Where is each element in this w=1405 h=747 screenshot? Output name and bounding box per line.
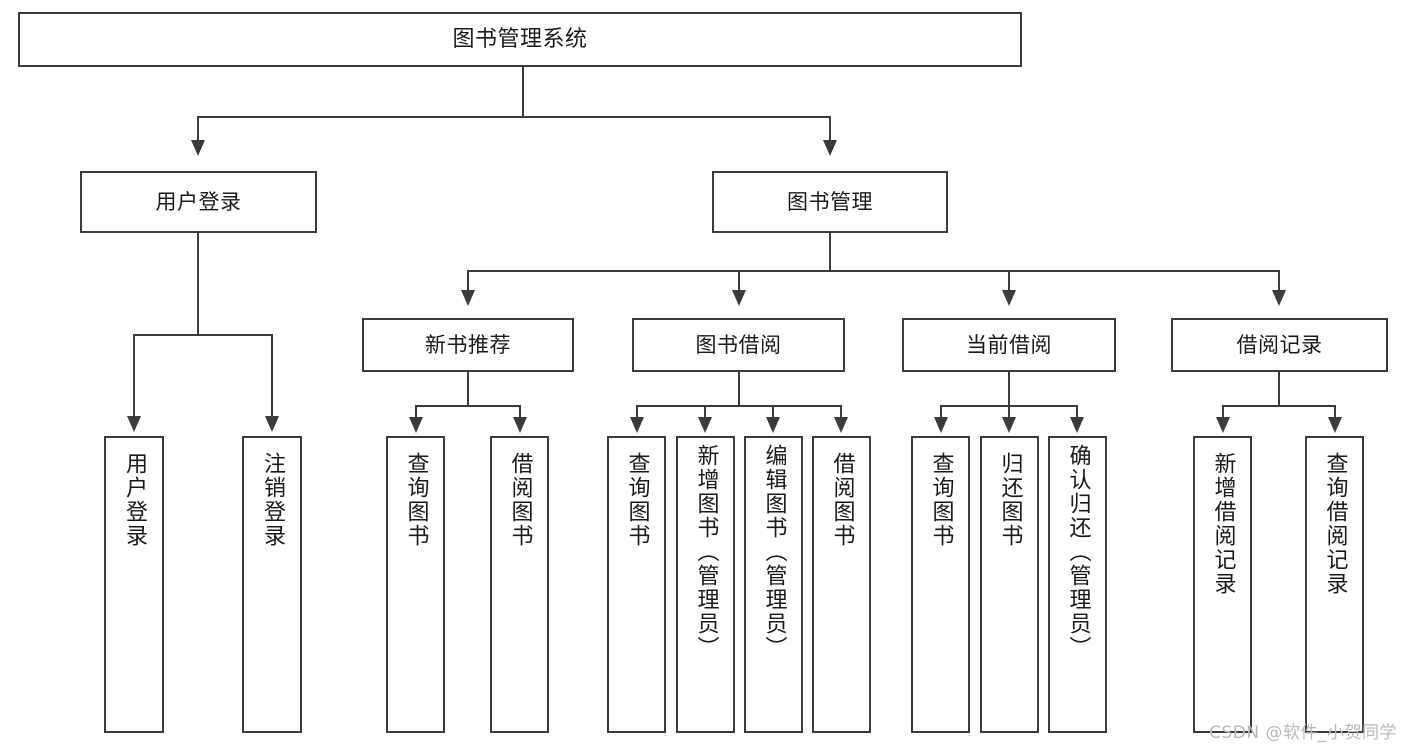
node-leaf-add-book-label: 新增图书（管理员） — [693, 444, 719, 660]
connector-borrow-record-bus — [1222, 405, 1336, 407]
connector-to-user-login — [197, 116, 199, 142]
connector-to-borrow-record — [1278, 270, 1280, 292]
node-user-login-label: 用户登录 — [155, 189, 242, 214]
connector-book-borrow-bus — [636, 405, 841, 407]
connector-borrow-record-drop-1 — [1222, 405, 1224, 419]
connector-current-borrow-drop-3 — [1076, 405, 1078, 419]
arrowhead-to-book-manage — [823, 140, 837, 156]
node-leaf-query-book-2-label: 查询图书 — [624, 452, 650, 548]
node-book-borrow-label: 图书借阅 — [695, 332, 782, 357]
arrowhead-leaf-query-book-3 — [934, 417, 948, 433]
node-leaf-query-book-3-label: 查询图书 — [928, 452, 954, 548]
node-book-manage-label: 图书管理 — [787, 189, 873, 214]
connector-to-current-borrow — [1008, 270, 1010, 292]
node-leaf-return-book-label: 归还图书 — [997, 452, 1023, 548]
arrowhead-leaf-confirm-return — [1070, 417, 1084, 433]
arrowhead-leaf-add-record — [1216, 417, 1230, 433]
node-leaf-borrow-book-2-label: 借阅图书 — [829, 452, 855, 548]
arrowhead-leaf-return-book — [1002, 417, 1016, 433]
connector-new-book-rec-bus — [415, 405, 521, 407]
connector-user-login-bus — [133, 334, 273, 336]
node-leaf-query-record[interactable]: 查询借阅记录 — [1305, 436, 1364, 733]
arrowhead-to-borrow-record — [1272, 290, 1286, 306]
connector-book-borrow-drop-1 — [636, 405, 638, 419]
connector-user-login-drop-2 — [271, 334, 273, 418]
connector-current-borrow-drop-2 — [1008, 405, 1010, 419]
csdn-watermark: CSDN @软件_小贺同学 — [1209, 723, 1397, 743]
node-new-book-rec-label: 新书推荐 — [425, 332, 511, 357]
node-leaf-add-record-label: 新增借阅记录 — [1210, 452, 1236, 596]
node-leaf-user-login-label: 用户登录 — [122, 452, 147, 548]
arrowhead-to-current-borrow — [1002, 290, 1016, 306]
node-leaf-confirm-return-label: 确认归还（管理员） — [1065, 444, 1091, 660]
connector-borrow-record-drop-2 — [1334, 405, 1336, 419]
node-leaf-query-book-3[interactable]: 查询图书 — [911, 436, 970, 733]
arrowhead-leaf-borrow-book-2 — [834, 417, 848, 433]
arrowhead-leaf-logout — [265, 416, 279, 432]
connector-user-login-drop-1 — [133, 334, 135, 418]
node-leaf-logout-label: 注销登录 — [260, 452, 285, 548]
node-borrow-record-label: 借阅记录 — [1236, 332, 1323, 357]
connector-current-borrow-stem — [1008, 372, 1010, 406]
node-leaf-return-book[interactable]: 归还图书 — [980, 436, 1039, 733]
connector-level2-bus — [467, 270, 1279, 272]
node-leaf-borrow-book-2[interactable]: 借阅图书 — [812, 436, 871, 733]
connector-new-book-rec-drop-2 — [519, 405, 521, 419]
connector-current-borrow-drop-1 — [940, 405, 942, 419]
node-leaf-add-record[interactable]: 新增借阅记录 — [1193, 436, 1252, 733]
connector-to-book-manage — [829, 116, 831, 142]
arrowhead-leaf-edit-book — [766, 417, 780, 433]
node-borrow-record[interactable]: 借阅记录 — [1171, 318, 1388, 372]
arrowhead-leaf-borrow-book-1 — [513, 417, 527, 433]
connector-root-stem — [522, 67, 524, 117]
connector-user-login-stem — [197, 233, 199, 335]
node-current-borrow[interactable]: 当前借阅 — [902, 318, 1116, 372]
arrowhead-leaf-query-book-1 — [409, 417, 423, 433]
node-root-label: 图书管理系统 — [452, 26, 588, 52]
node-leaf-borrow-book-1-label: 借阅图书 — [507, 452, 533, 548]
node-book-manage[interactable]: 图书管理 — [712, 171, 948, 233]
node-leaf-edit-book-label: 编辑图书（管理员） — [761, 444, 787, 660]
arrowhead-leaf-user-login — [127, 416, 141, 432]
arrowhead-leaf-query-record — [1328, 417, 1342, 433]
node-current-borrow-label: 当前借阅 — [966, 332, 1052, 357]
node-leaf-add-book[interactable]: 新增图书（管理员） — [676, 436, 735, 733]
connector-new-book-rec-stem — [467, 372, 469, 406]
arrowhead-leaf-query-book-2 — [630, 417, 644, 433]
node-new-book-rec[interactable]: 新书推荐 — [362, 318, 574, 372]
node-leaf-edit-book[interactable]: 编辑图书（管理员） — [744, 436, 803, 733]
node-root[interactable]: 图书管理系统 — [18, 12, 1022, 67]
node-leaf-borrow-book-1[interactable]: 借阅图书 — [490, 436, 549, 733]
node-leaf-query-record-label: 查询借阅记录 — [1322, 452, 1348, 596]
connector-book-borrow-stem — [738, 372, 740, 406]
connector-level1-bus — [197, 116, 831, 118]
connector-book-borrow-drop-3 — [772, 405, 774, 419]
arrowhead-to-new-book-rec — [461, 290, 475, 306]
node-book-borrow[interactable]: 图书借阅 — [632, 318, 845, 372]
connector-book-borrow-drop-2 — [704, 405, 706, 419]
connector-borrow-record-stem — [1278, 372, 1280, 406]
connector-to-book-borrow — [738, 270, 740, 292]
node-leaf-query-book-1-label: 查询图书 — [403, 452, 429, 548]
node-leaf-query-book-1[interactable]: 查询图书 — [386, 436, 445, 733]
connector-book-manage-stem — [829, 233, 831, 271]
arrowhead-to-user-login — [191, 140, 205, 156]
node-leaf-logout[interactable]: 注销登录 — [242, 436, 302, 733]
node-leaf-query-book-2[interactable]: 查询图书 — [607, 436, 666, 733]
arrowhead-to-book-borrow — [732, 290, 746, 306]
connector-new-book-rec-drop-1 — [415, 405, 417, 419]
node-leaf-confirm-return[interactable]: 确认归还（管理员） — [1048, 436, 1107, 733]
node-user-login[interactable]: 用户登录 — [80, 171, 317, 233]
arrowhead-leaf-add-book — [698, 417, 712, 433]
connector-book-borrow-drop-4 — [840, 405, 842, 419]
node-leaf-user-login[interactable]: 用户登录 — [104, 436, 164, 733]
connector-to-new-book-rec — [467, 270, 469, 292]
